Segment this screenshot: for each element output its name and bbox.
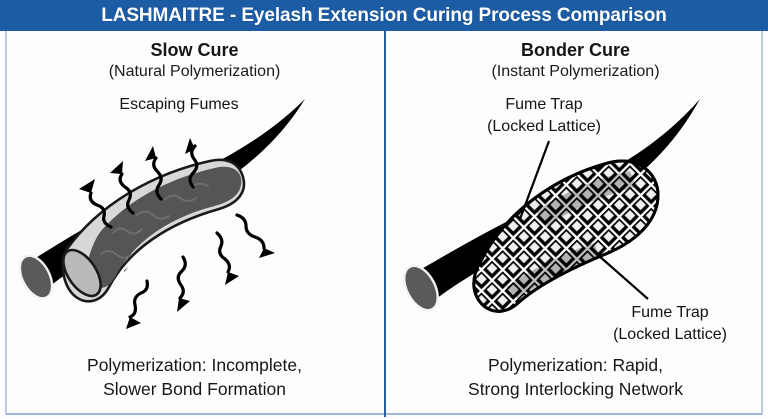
leader-line-top [518, 140, 551, 220]
locked-lattice-sleeve [472, 159, 660, 313]
header-banner: LASHMAITRE - Eyelash Extension Curing Pr… [0, 0, 768, 31]
fume-arrow-1 [79, 179, 113, 229]
fume-arrow-7 [176, 255, 190, 312]
panel-divider [384, 31, 386, 417]
label-fume-trap-bottom-sub: (Locked Lattice) [613, 326, 727, 343]
slow-cure-conclusion-line2: Slower Bond Formation [103, 379, 286, 399]
panel-bonder-cure-subtitle: (Instant Polymerization) [491, 63, 660, 80]
lash-cut-end-bonder [403, 264, 439, 312]
panel-slow-cure-title: Slow Cure [150, 40, 239, 60]
escaping-fume-arrows [79, 138, 275, 329]
panel-bonder-cure-heading: Bonder Cure (Instant Polymerization) [386, 39, 765, 82]
page-title: LASHMAITRE - Eyelash Extension Curing Pr… [101, 4, 667, 26]
annotation-fume-trap-top: Fume Trap (Locked Lattice) [487, 96, 601, 220]
illustration-slow-cure: Escaping Fumes [18, 96, 305, 329]
fume-arrow-3 [145, 146, 163, 201]
fume-arrow-6 [215, 231, 239, 285]
annotation-fume-trap-bottom: Fume Trap (Locked Lattice) [597, 254, 727, 343]
panel-slow-cure-heading: Slow Cure (Natural Polymerization) [5, 39, 384, 82]
bonder-cure-conclusion-line2: Strong Interlocking Network [468, 379, 683, 399]
label-escaping-fumes: Escaping Fumes [119, 96, 238, 113]
leader-line-bottom [597, 254, 649, 300]
adhesive-rim-slow [62, 248, 102, 298]
fume-arrow-2 [110, 161, 135, 215]
lattice-overlay [472, 159, 660, 313]
bonder-cure-conclusion-line1: Polymerization: Rapid, [487, 355, 664, 375]
panel-slow-cure: Slow Cure (Natural Polymerization) Escap… [5, 31, 384, 415]
label-fume-trap-top-sub: (Locked Lattice) [487, 118, 601, 135]
panel-bonder-cure: Bonder Cure (Instant Polymerization) [386, 31, 765, 415]
fume-arrow-5 [235, 213, 275, 258]
fume-arrow-8 [126, 279, 149, 329]
panel-bonder-cure-title: Bonder Cure [520, 40, 630, 60]
panel-bonder-cure-conclusion: Polymerization: Rapid, Strong Interlocki… [386, 353, 765, 401]
adhesive-sleeve-slow [61, 158, 246, 303]
illustration-bonder-cure: Fume Trap (Locked Lattice) Fume Trap (Lo… [403, 96, 727, 343]
label-fume-trap-top: Fume Trap [505, 96, 582, 113]
slow-cure-conclusion-line1: Polymerization: Incomplete, [87, 355, 302, 375]
label-fume-trap-bottom: Fume Trap [631, 304, 708, 321]
fume-arrow-4 [185, 138, 199, 189]
lash-cut-end-slow [18, 254, 54, 300]
panel-slow-cure-conclusion: Polymerization: Incomplete, Slower Bond … [5, 353, 384, 401]
panel-slow-cure-subtitle: (Natural Polymerization) [108, 63, 281, 80]
